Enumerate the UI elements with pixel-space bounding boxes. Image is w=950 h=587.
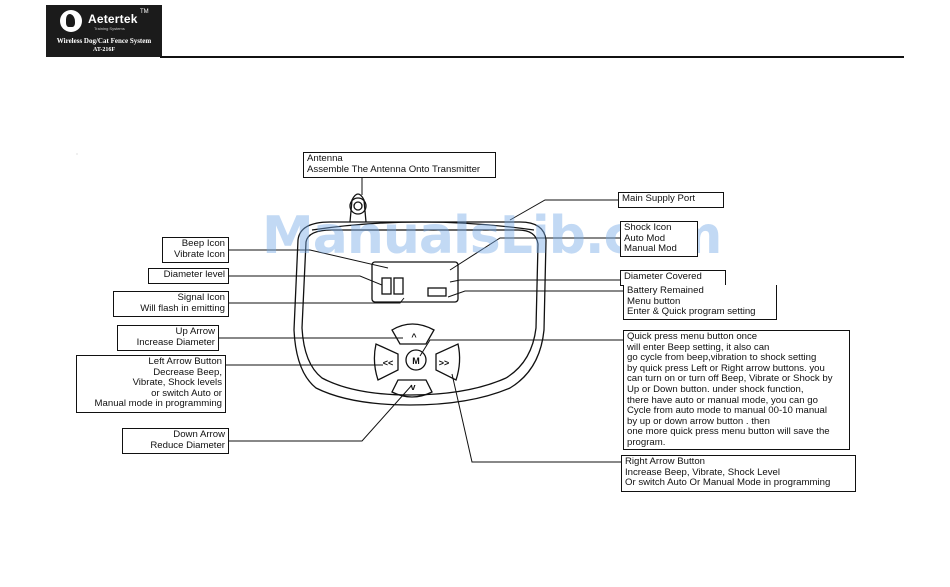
dog-emblem-icon [60,10,82,32]
brand-logo: Aetertek TM Training Systems Wireless Do… [46,5,162,57]
lcd-digit [393,277,404,295]
callout-line: Battery Remained [627,285,704,296]
callout-signal-icon: Signal Icon Will flash in emitting [113,291,229,317]
callout-line: Main Supply Port [622,193,696,204]
leader-diameter-level [228,275,383,286]
callout-line: Auto Mod [624,232,666,244]
callout-line: Assemble The Antenna Onto Transmitter [307,163,481,175]
callout-left-arrow: Left Arrow Button Decrease Beep, Vibrate… [76,355,226,413]
callout-diameter-covered: Diameter Covered [620,270,726,286]
leader-main-supply [509,199,618,221]
stray-mark: ˌ [76,149,78,155]
callout-line: Up Arrow [175,326,215,337]
down-arrow-glyph: v [410,382,415,392]
callout-line: Shock Icon [624,222,672,233]
callout-line: Manual mode in programming [94,398,222,410]
callout-line: Enter & Quick program setting [627,306,756,318]
leader-right-arrow [451,373,621,463]
callout-line: Or switch Auto Or Manual Mode in program… [625,477,831,489]
left-arrow-button [373,343,399,381]
callout-line: Vibrate Icon [173,248,225,260]
leader-beep-icon [228,249,389,269]
callout-line: one more quick press menu button will sa… [627,426,830,438]
callout-beep-icon: Beep Icon Vibrate Icon [162,237,229,263]
callout-diameter-level: Diameter level [148,268,229,284]
callout-line: program. [627,436,666,448]
callout-up-arrow: Up Arrow Increase Diameter [117,325,219,351]
up-arrow-button [391,323,435,345]
lcd-screen [371,261,459,303]
callout-down-arrow: Down Arrow Reduce Diameter [122,428,229,454]
callout-line: Reduce Diameter [150,439,225,451]
header-rule [160,56,904,58]
transmitter-bezel [301,229,539,396]
callout-line: there have auto or manual mode, you can … [627,394,818,406]
transmitter-body [293,221,547,406]
callout-line: Left Arrow Button [148,356,222,367]
callout-line: Up or Down button. under shock function, [627,383,804,395]
leader-down-arrow [229,384,413,442]
right-arrow-glyph: >> [439,358,450,368]
callout-line: Manual Mod [624,243,677,255]
callout-line: Quick press menu button once [627,331,758,342]
leader-diameter-covered [449,279,620,283]
leader-battery [447,290,623,298]
model-number: AT-216F [92,47,115,53]
callout-line: by quick press Left or Right arrow butto… [627,362,825,374]
down-arrow-button [391,379,433,398]
callout-line: go cycle from beep,vibration to shock se… [627,352,817,364]
leader-shock-icon [449,237,620,271]
callout-shock-icon: Shock Icon Auto Mod Manual Mod [620,221,698,257]
callout-line: Down Arrow [173,429,225,440]
antenna-ring [349,197,367,215]
callout-line: by up or down arrow button . then [627,415,770,427]
brand-tagline: Training Systems [94,26,125,31]
callout-line: Beep Icon [181,238,225,249]
callout-line: Diameter level [163,269,225,280]
right-arrow-button [435,343,461,381]
callout-main-supply-port: Main Supply Port [618,192,724,208]
callout-line: Menu button [627,295,681,307]
callout-line: Right Arrow Button [625,456,705,467]
menu-button-label: M [412,356,420,366]
callout-line: Cycle from auto mode to manual 00-10 man… [627,405,827,417]
callout-right-arrow: Right Arrow Button Increase Beep, Vibrat… [621,455,856,492]
product-name: Wireless Dog/Cat Fence System [56,37,152,45]
left-arrow-glyph: << [383,358,394,368]
callout-antenna: Antenna Assemble The Antenna Onto Transm… [303,152,496,178]
callout-line: Antenna [307,153,343,164]
callout-line: Signal Icon [177,292,225,303]
up-arrow-glyph: ^ [411,332,417,342]
menu-button [405,349,427,371]
callout-line: Vibrate, Shock levels [132,377,222,389]
callout-line: Will flash in emitting [140,302,225,314]
callout-line: Increase Diameter [136,336,215,348]
callout-line: can turn on or turn off Beep, Vibrate or… [627,373,833,385]
callout-line: will enter Beep setting, it also can [627,341,770,353]
lcd-digit [381,277,392,295]
brand-name: Aetertek [88,12,138,26]
callout-line: or switch Auto or [151,387,222,399]
trademark-mark: TM [140,9,149,15]
leader-menu [419,339,623,357]
callout-line: Decrease Beep, [153,366,222,378]
callout-battery-menu: Battery Remained Menu button Enter & Qui… [623,285,777,320]
leader-signal-icon [228,297,405,304]
callout-line: Increase Beep, Vibrate, Shock Level [625,466,781,478]
callout-quick-press: Quick press menu button once will enter … [623,330,850,450]
battery-icon [427,287,447,297]
callout-line: Diameter Covered [624,271,702,282]
